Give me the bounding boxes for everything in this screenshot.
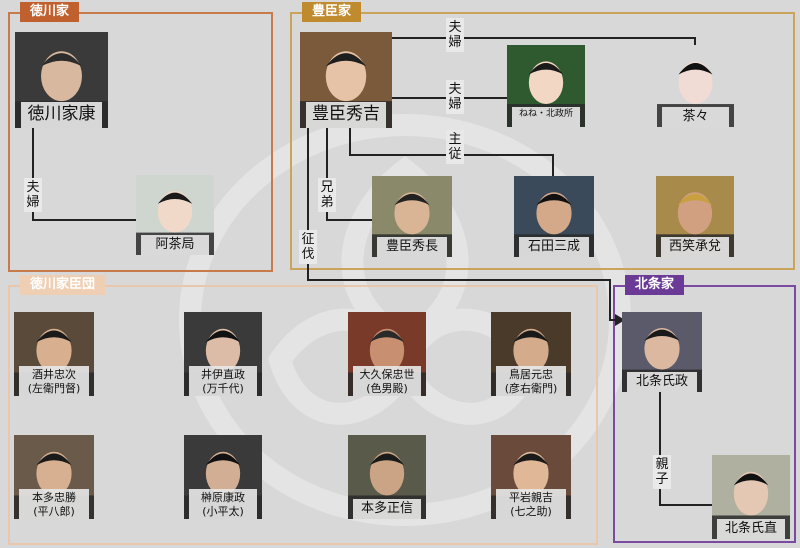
relation-tag-husband-wife-chacha: 夫婦 <box>446 18 464 52</box>
person-name-label: 石田三成 <box>518 237 590 257</box>
person-torii-mototada[interactable]: 鳥居元忠(彦右衛門) <box>491 312 571 396</box>
person-name-label: 西笑承兌 <box>660 237 730 257</box>
person-name-label: 茶々 <box>661 107 730 127</box>
person-chacha[interactable]: 茶々 <box>657 45 734 127</box>
person-name-label: 北条氏直 <box>716 519 786 539</box>
person-alias: (万千代) <box>202 381 244 395</box>
person-name-label: 鳥居元忠(彦右衛門) <box>495 366 567 396</box>
person-name: 井伊直政 <box>200 368 245 381</box>
person-name: 平岩親吉 <box>508 491 553 504</box>
person-name-label: 大久保忠世(色男殿) <box>352 366 422 396</box>
person-alias: (小平太) <box>202 504 244 518</box>
person-name: 本多忠勝 <box>31 491 76 504</box>
group-hojo: 北条家 <box>613 275 796 543</box>
group-title-toyotomi: 豊臣家 <box>302 2 362 22</box>
relation-tag-parent-child: 親子 <box>653 455 671 489</box>
person-hojo-ujinao[interactable]: 北条氏直 <box>712 455 790 539</box>
group-title-tokugawa: 徳川家 <box>20 2 80 22</box>
person-sakakibara-yasumasa[interactable]: 榊原康政(小平太) <box>184 435 262 519</box>
person-name-label: 徳川家康 <box>20 102 103 128</box>
person-hojo-ujimasa[interactable]: 北条氏政 <box>622 312 702 392</box>
person-name: 酒井忠次 <box>31 368 76 381</box>
person-name-label: 本多忠勝(平八郎) <box>18 489 90 519</box>
relation-tag-lord-retainer: 主従 <box>446 130 464 164</box>
person-ishida-mitsunari[interactable]: 石田三成 <box>514 176 594 257</box>
person-name: 大久保忠世 <box>359 368 415 381</box>
line-ieyasu-achanotsubone <box>32 128 138 221</box>
person-name: ねね・北政所 <box>518 109 573 119</box>
relation-tag-brothers: 兄弟 <box>318 178 336 212</box>
person-acha-no-tsubone[interactable]: 阿茶局 <box>136 175 214 255</box>
group-title-vassals: 徳川家臣団 <box>20 275 106 295</box>
person-honda-tadakatsu[interactable]: 本多忠勝(平八郎) <box>14 435 94 519</box>
person-honda-masanobu[interactable]: 本多正信 <box>348 435 426 519</box>
person-alias: (色男殿) <box>366 381 408 395</box>
person-name: 北条氏政 <box>635 374 688 389</box>
person-name: 茶々 <box>682 109 709 124</box>
person-name: 北条氏直 <box>724 521 777 536</box>
person-name-label: 酒井忠次(左衛門督) <box>18 366 90 396</box>
person-tokugawa-ieyasu[interactable]: 徳川家康 <box>15 32 108 128</box>
person-name: 鳥居元忠 <box>508 368 553 381</box>
group-tokugawa: 徳川家 <box>8 2 273 272</box>
person-name-label: 榊原康政(小平太) <box>188 489 258 519</box>
person-name: 阿茶局 <box>155 237 195 252</box>
person-sakai-tadatsugu[interactable]: 酒井忠次(左衛門督) <box>14 312 94 396</box>
relation-tag-subjugation: 征伐 <box>299 230 317 264</box>
relation-tag-husband-wife-acha: 夫婦 <box>24 178 42 212</box>
group-toyotomi: 豊臣家 <box>290 2 795 270</box>
person-name-label: 井伊直政(万千代) <box>188 366 258 396</box>
person-ii-naomasa[interactable]: 井伊直政(万千代) <box>184 312 262 396</box>
person-toyotomi-hidenaga[interactable]: 豊臣秀長 <box>372 176 452 257</box>
line-hideyoshi-chacha <box>392 37 696 48</box>
person-name-label: 北条氏政 <box>626 372 698 392</box>
group-tokugawa-vassals: 徳川家臣団 <box>8 275 598 545</box>
person-name-label: 本多正信 <box>352 499 422 519</box>
person-alias: (平八郎) <box>33 504 75 518</box>
portrait-photo <box>136 175 214 255</box>
group-title-hojo: 北条家 <box>625 275 685 295</box>
person-okubo-tadayo[interactable]: 大久保忠世(色男殿) <box>348 312 426 396</box>
person-name: 榊原康政 <box>200 491 245 504</box>
arrowhead-to-ujimasa <box>615 314 625 326</box>
person-name: 豊臣秀吉 <box>311 104 380 124</box>
person-alias: (左衛門督) <box>27 381 81 395</box>
person-nene[interactable]: ねね・北政所 <box>507 45 585 127</box>
person-name: 本多正信 <box>360 501 413 516</box>
relation-tag-husband-wife-nene: 夫婦 <box>446 80 464 114</box>
person-hiraiwa-chikayoshi[interactable]: 平岩親吉(七之助) <box>491 435 571 519</box>
line-ujimasa-ujinao <box>659 390 712 506</box>
person-saisho-shotai[interactable]: 西笑承兌 <box>656 176 734 257</box>
person-name-label: 豊臣秀長 <box>376 237 448 257</box>
person-name: 徳川家康 <box>27 104 96 124</box>
line-hideyoshi-hidenaga <box>326 128 373 221</box>
person-name: 豊臣秀長 <box>385 239 438 254</box>
person-name-label: 平岩親吉(七之助) <box>495 489 567 519</box>
line-hideyoshi-ujimasa <box>307 128 622 321</box>
person-name-label: ねね・北政所 <box>511 107 581 127</box>
person-alias: (彦右衛門) <box>504 381 558 395</box>
person-toyotomi-hideyoshi[interactable]: 豊臣秀吉 <box>300 32 392 128</box>
person-alias: (七之助) <box>510 504 552 518</box>
person-name: 石田三成 <box>527 239 580 254</box>
person-name: 西笑承兌 <box>668 239 721 254</box>
person-name-label: 豊臣秀吉 <box>305 102 387 128</box>
person-name-label: 阿茶局 <box>140 235 210 255</box>
